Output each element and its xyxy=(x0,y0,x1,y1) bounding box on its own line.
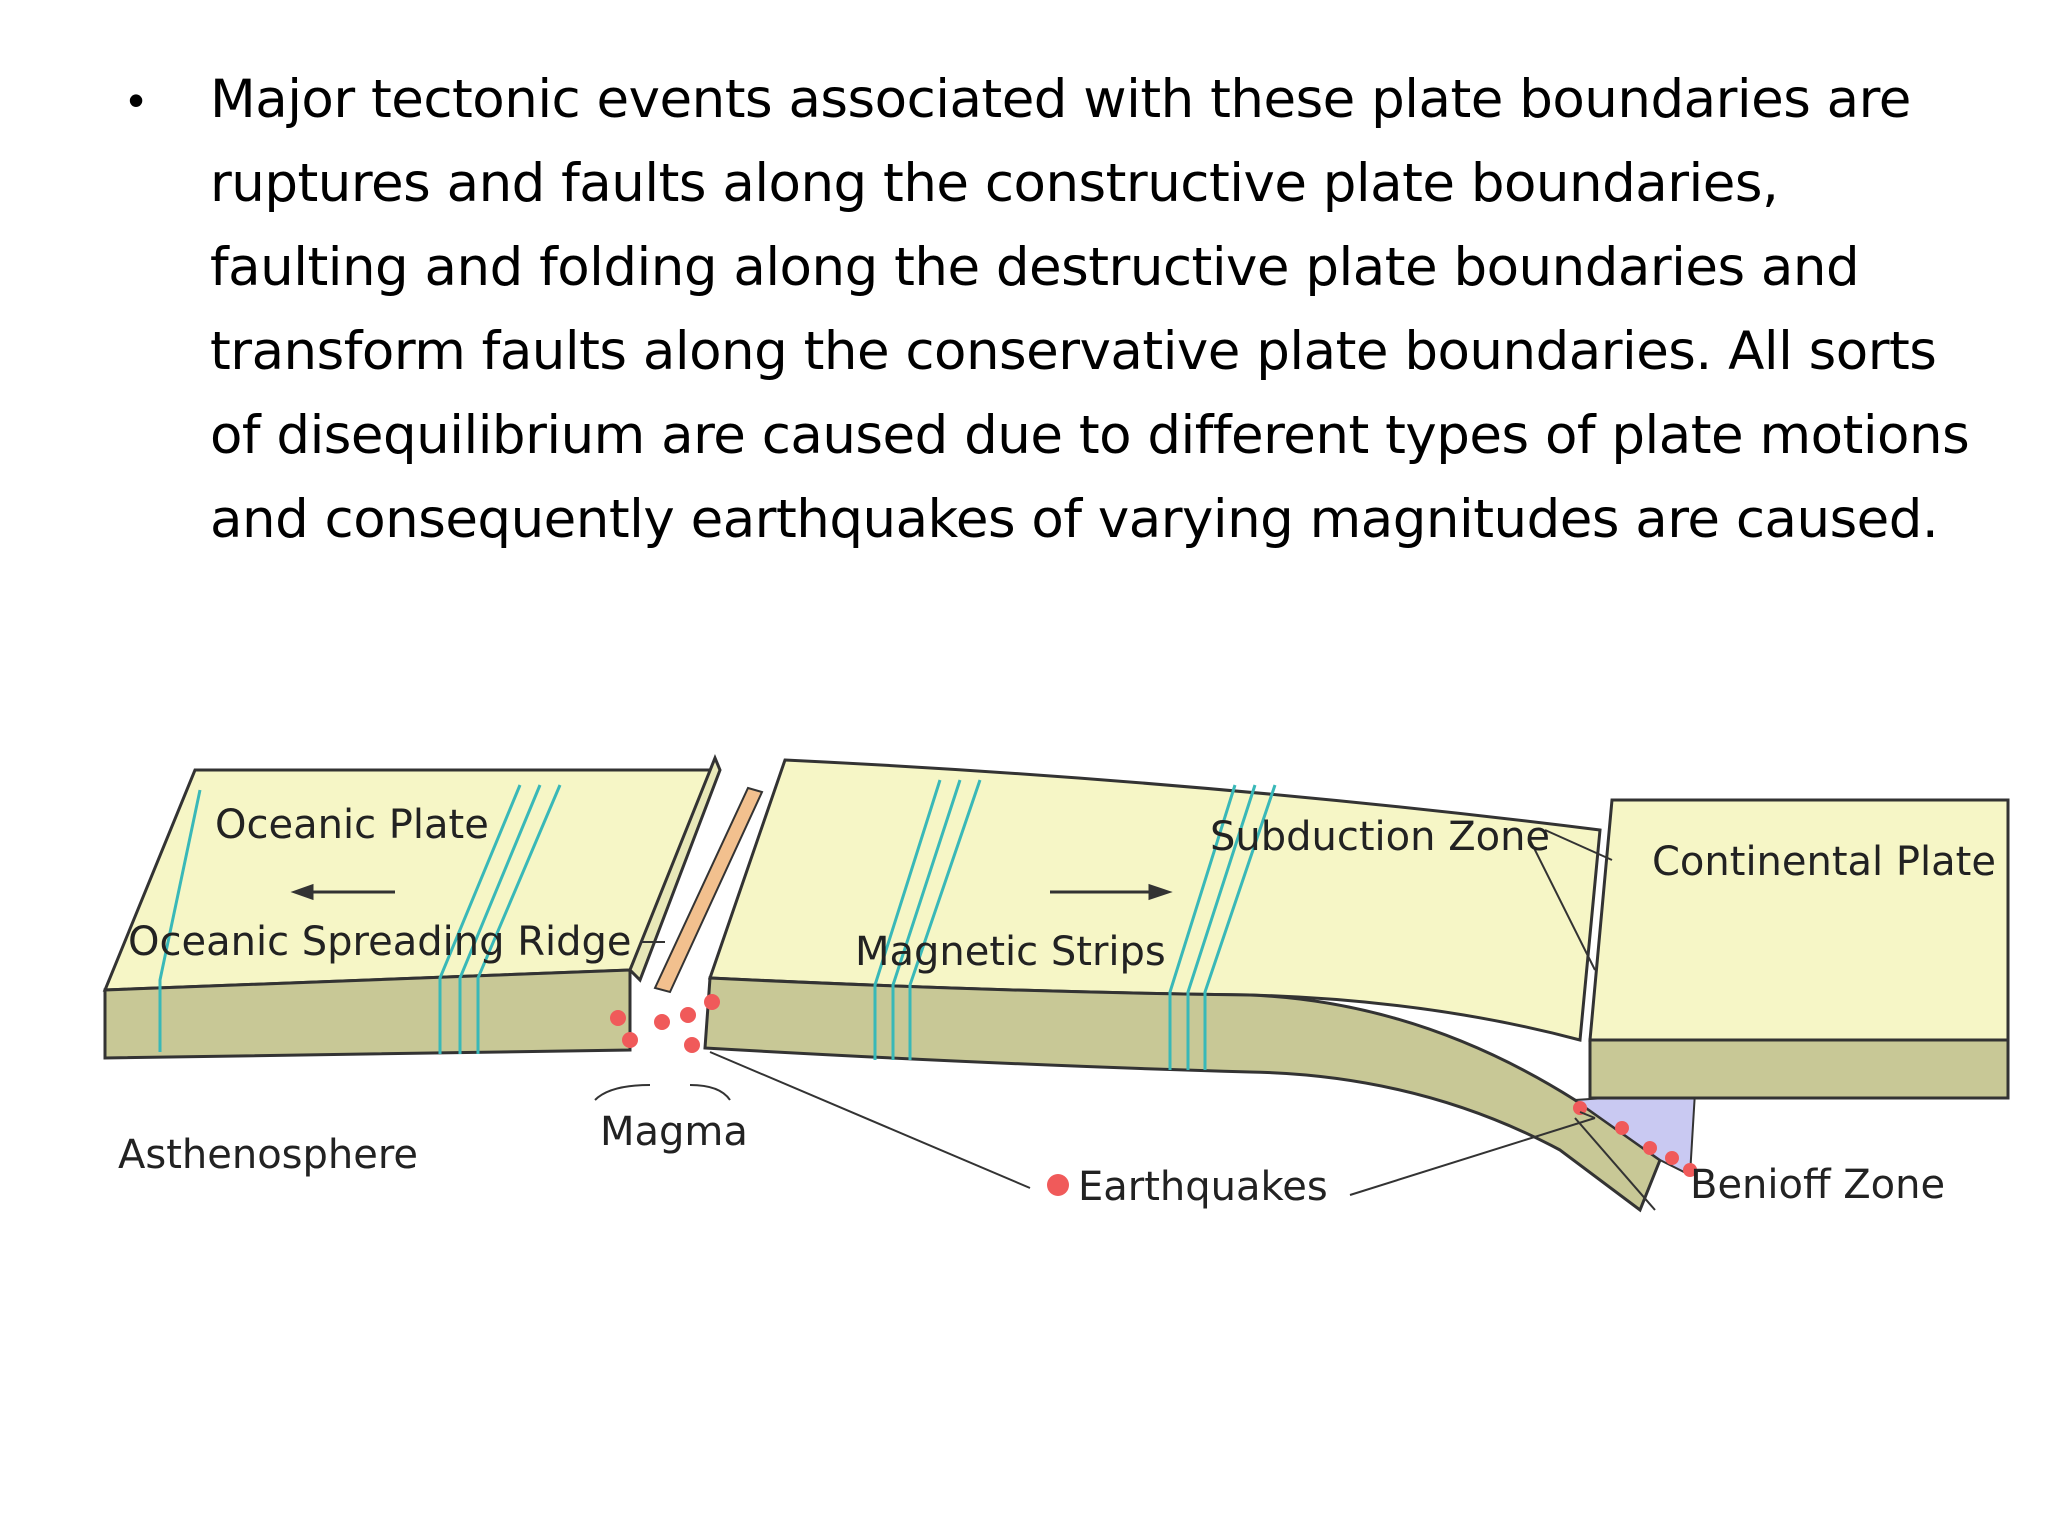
label-oceanic-spreading-ridge: Oceanic Spreading Ridge xyxy=(128,919,632,965)
magma-wedge xyxy=(653,786,764,994)
oceanic-plate-left-side xyxy=(103,968,632,1060)
magnetic-strips-right xyxy=(873,779,1277,1070)
bullet-symbol: • xyxy=(128,74,145,126)
label-magma: Magma xyxy=(600,1109,748,1155)
plate-tectonics-diagram: Oceanic Plate Oceanic Spreading Ridge Ma… xyxy=(102,754,2010,1213)
label-continental-plate: Continental Plate xyxy=(1652,839,1996,885)
label-subduction-zone: Subduction Zone xyxy=(1210,814,1550,860)
magnetic-strips-left xyxy=(158,784,562,1054)
label-benioff-zone: Benioff Zone xyxy=(1690,1162,1945,1208)
label-earthquakes: Earthquakes xyxy=(1078,1164,1328,1210)
earthquake-dots xyxy=(610,994,1697,1177)
continental-plate-side xyxy=(1588,1038,2010,1100)
bullet-item: • Major tectonic events associated with … xyxy=(120,58,1980,562)
bullet-list: • Major tectonic events associated with … xyxy=(120,58,1980,562)
leader-lines xyxy=(594,829,1656,1211)
oceanic-plate-right-side xyxy=(703,976,1662,1213)
earthquake-legend-dot xyxy=(1047,1174,1069,1196)
label-asthenosphere: Asthenosphere xyxy=(118,1132,418,1178)
label-magnetic-strips: Magnetic Strips xyxy=(855,929,1166,975)
plate-motion-arrows xyxy=(290,883,1173,901)
bullet-text: Major tectonic events associated with th… xyxy=(210,69,1970,550)
ridge-left-wall xyxy=(628,754,722,983)
continental-plate-top xyxy=(1588,798,2010,1042)
label-oceanic-plate: Oceanic Plate xyxy=(215,802,489,848)
